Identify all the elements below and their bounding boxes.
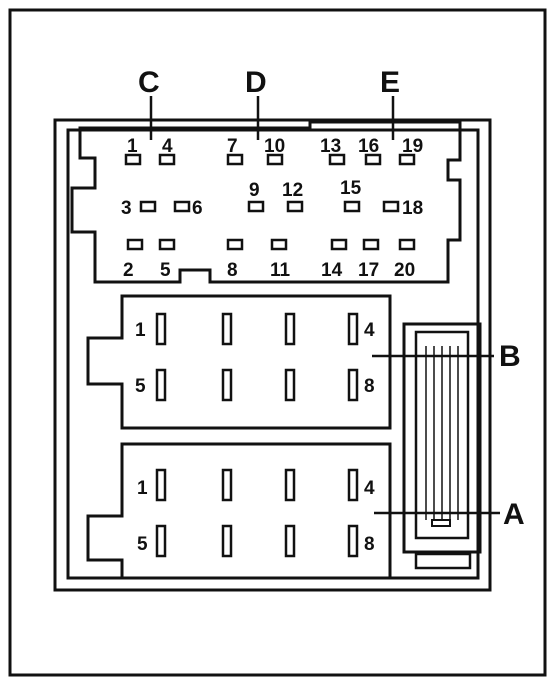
pin-number-17: 17: [358, 260, 379, 281]
pin-number-3: 3: [121, 198, 132, 219]
a-pin-5: [155, 524, 167, 558]
latch-tab: [431, 519, 451, 527]
pin-10: [266, 153, 284, 166]
pin-number-13: 13: [320, 136, 341, 157]
a-pin-3: [284, 468, 296, 502]
pin-number-19: 19: [402, 136, 423, 157]
b-pin-number-5: 5: [135, 376, 146, 397]
connector-a-body: [86, 442, 392, 580]
b-pin-4: [347, 312, 359, 346]
pin-number-10: 10: [264, 136, 285, 157]
connector-b-body: [86, 294, 392, 430]
b-pin-1: [155, 312, 167, 346]
a-pin-6: [221, 524, 233, 558]
pin-4: [158, 153, 176, 166]
pin-number-8: 8: [227, 260, 238, 281]
label-c: C: [138, 66, 160, 99]
pin-7: [226, 153, 244, 166]
b-pin-5: [155, 368, 167, 402]
a-pin-number-4: 4: [364, 478, 375, 499]
pin-number-20: 20: [394, 260, 415, 281]
pin-number-11: 11: [270, 260, 291, 281]
pin-2: [126, 238, 144, 251]
latch-outer: [402, 322, 482, 554]
a-pin-2: [221, 468, 233, 502]
label-a: A: [503, 498, 525, 531]
pin-17: [362, 238, 380, 251]
latch-inner: [414, 330, 470, 540]
connector-a-pins: [155, 468, 359, 558]
pin-number-2: 2: [123, 260, 134, 281]
pin-3: [139, 200, 157, 213]
label-b: B: [499, 340, 521, 373]
housing-inner: [66, 128, 480, 580]
label-d: D: [245, 66, 267, 99]
small-connector-pin-numbers: 1 4 7 10 13 16 19 9 12 15 3 6 18 2 5 8 1…: [121, 136, 423, 281]
a-pin-1: [155, 468, 167, 502]
b-pin-8: [347, 368, 359, 402]
outer-frame: [8, 8, 547, 677]
pin-15: [343, 200, 361, 213]
pin-number-4: 4: [162, 136, 173, 157]
a-pin-number-1: 1: [137, 478, 148, 499]
b-pin-3: [284, 312, 296, 346]
pin-12: [286, 200, 304, 213]
pin-6: [173, 200, 191, 213]
b-pin-6: [221, 368, 233, 402]
pin-1: [124, 153, 142, 166]
latch-bottom-slot: [414, 552, 472, 570]
housing-outer: [53, 118, 492, 592]
latch-mechanism: [402, 322, 482, 570]
pin-number-7: 7: [227, 136, 238, 157]
large-connector-labels: B A: [372, 340, 525, 531]
pin-number-15: 15: [340, 178, 362, 199]
b-pin-2: [221, 312, 233, 346]
pin-11: [270, 238, 288, 251]
a-pin-8: [347, 524, 359, 558]
pin-number-5: 5: [160, 260, 171, 281]
connector-b-pins: [155, 312, 359, 402]
small-connector-section-labels: C D E: [138, 66, 400, 140]
b-pin-number-4: 4: [364, 320, 375, 341]
pin-19: [398, 153, 416, 166]
pin-number-18: 18: [402, 198, 423, 219]
pin-8: [226, 238, 244, 251]
pin-14: [330, 238, 348, 251]
pin-20: [398, 238, 416, 251]
b-pin-number-8: 8: [364, 376, 375, 397]
pin-13: [328, 153, 346, 166]
pin-number-9: 9: [249, 180, 260, 201]
a-pin-4: [347, 468, 359, 502]
label-e: E: [380, 66, 400, 99]
pin-number-1: 1: [127, 136, 138, 157]
pin-16: [364, 153, 382, 166]
a-pin-number-8: 8: [364, 534, 375, 555]
a-pin-7: [284, 524, 296, 558]
pin-number-16: 16: [358, 136, 379, 157]
pin-number-6: 6: [192, 198, 203, 219]
pin-number-14: 14: [321, 260, 343, 281]
b-pin-number-1: 1: [135, 320, 146, 341]
pin-9: [247, 200, 265, 213]
pin-5: [158, 238, 176, 251]
b-pin-7: [284, 368, 296, 402]
a-pin-number-5: 5: [137, 534, 148, 555]
pin-number-12: 12: [282, 180, 303, 201]
small-connector-body: [70, 120, 462, 284]
small-connector-pins: [124, 153, 416, 251]
pin-18: [382, 200, 400, 213]
